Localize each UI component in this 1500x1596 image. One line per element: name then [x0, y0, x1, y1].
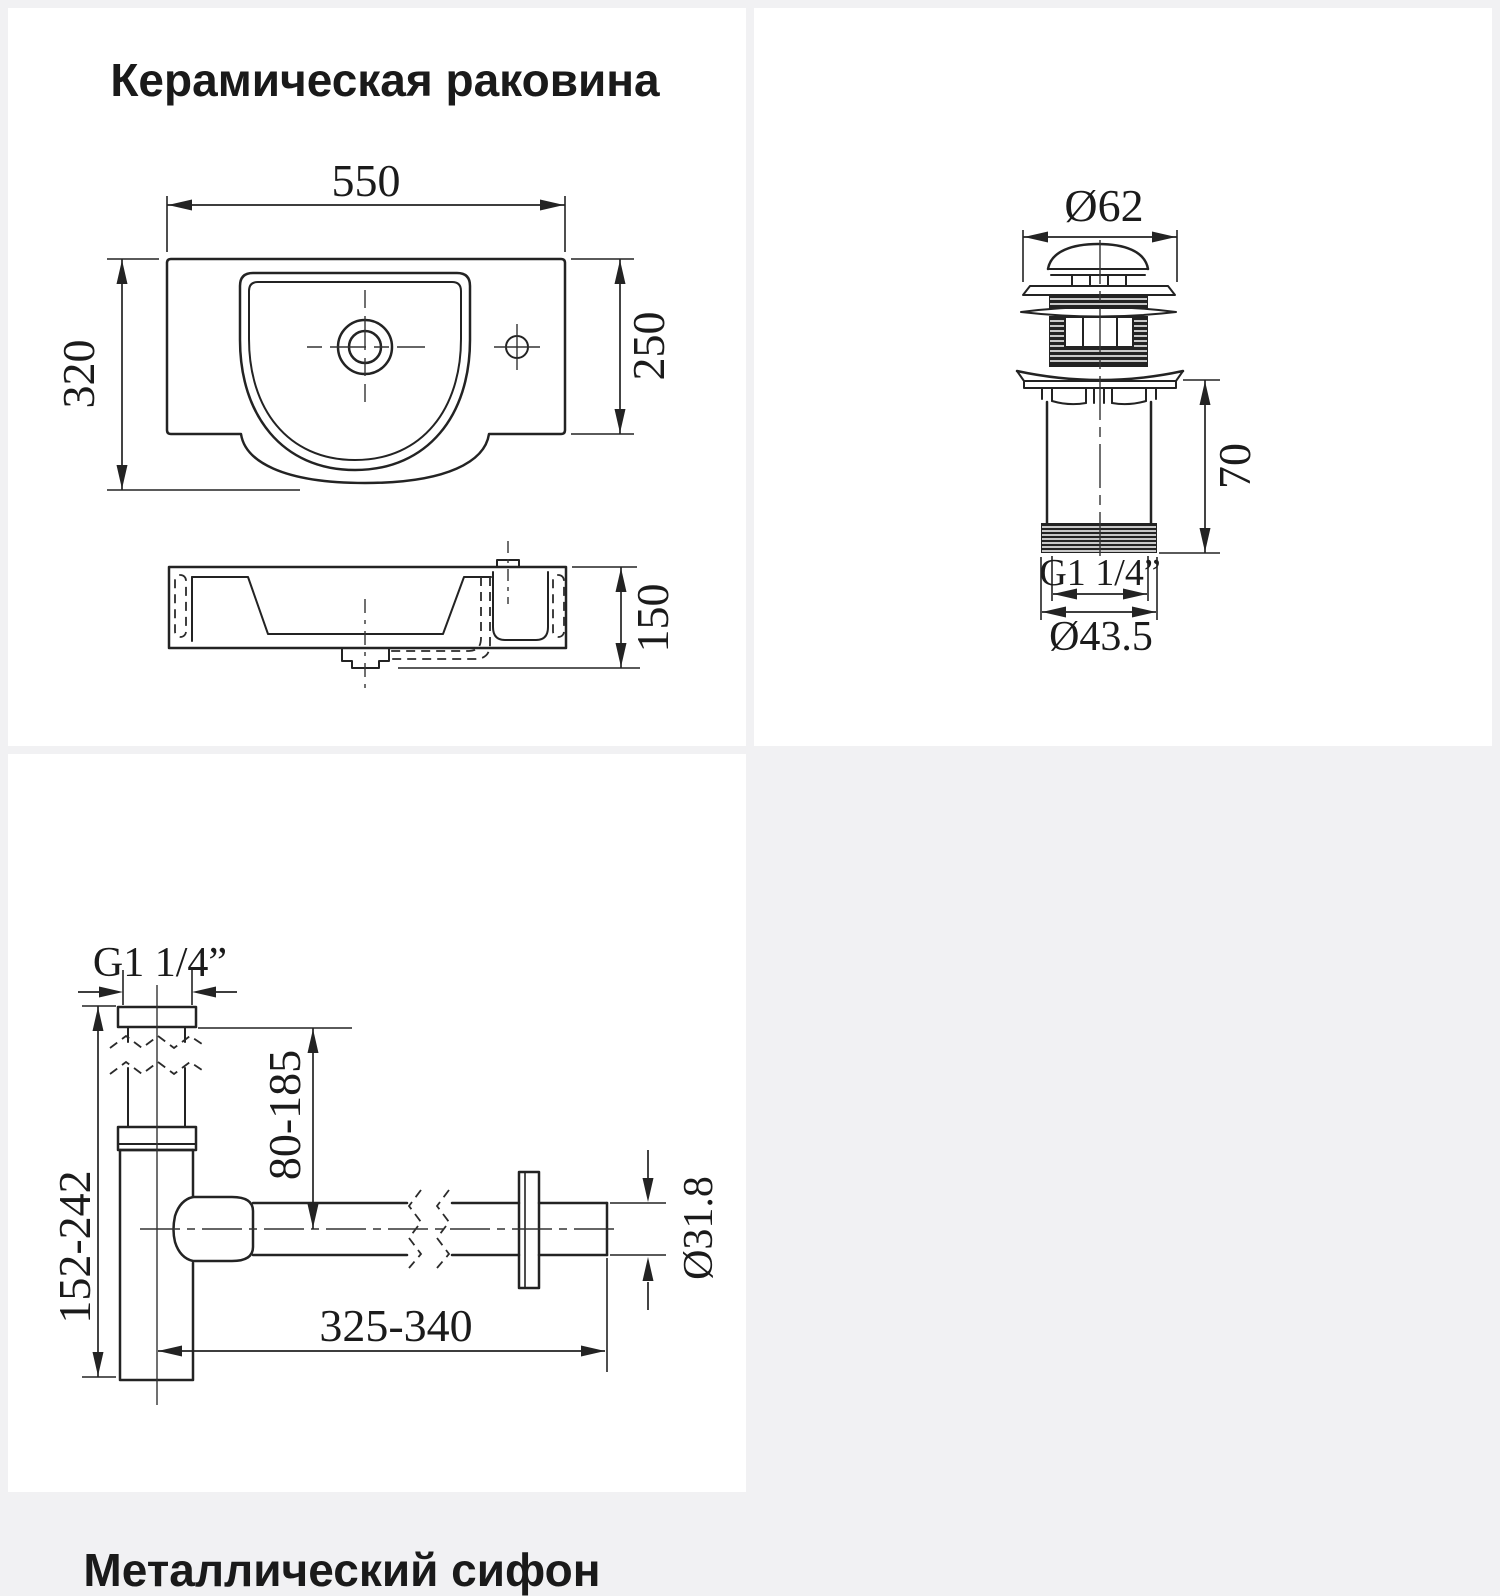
valve-dimensions: Ø62 70 G1 1/4” Ø43.5 [1022, 180, 1260, 660]
valve-technical-drawing: Ø62 70 G1 1/4” Ø43.5 [1015, 180, 1260, 660]
siphon-length-range-label: 325-340 [319, 1300, 472, 1351]
sink-width-label: 550 [332, 155, 401, 206]
panel-click-clack-valve: Ø62 70 G1 1/4” Ø43.5 Донный клапан click… [754, 8, 1492, 746]
spec-sheet: { "page": { "background": "#f1f1f3", "pa… [8, 8, 1492, 1594]
siphon-dimensions: G1 1/4” 152-242 80-185 325-340 [49, 940, 722, 1378]
sink-title: Керамическая раковина [110, 54, 660, 106]
siphon-height-range-label: 152-242 [49, 1170, 100, 1323]
siphon-pipe-diameter-label: Ø31.8 [676, 1176, 722, 1280]
sink-side-view [167, 541, 568, 691]
sink-side-dimensions: 150 [398, 566, 678, 669]
sink-bowl-depth-label: 250 [623, 312, 674, 381]
valve-cap-diameter-label: Ø62 [1064, 180, 1143, 231]
wall-escutcheon [517, 1170, 541, 1290]
valve-stem-height-label: 70 [1209, 443, 1260, 489]
side-tap-hole [494, 324, 540, 370]
valve-overflow-window [1064, 316, 1134, 348]
siphon-title: Металлический сифон [83, 1544, 601, 1596]
siphon-thread-label: G1 1/4” [93, 940, 227, 986]
sink-plan-dimensions: 550 320 250 [53, 155, 674, 491]
panel-ceramic-sink: 550 320 250 [8, 8, 746, 746]
panel-metal-siphon: G1 1/4” 152-242 80-185 325-340 [8, 754, 746, 1594]
valve-body [1015, 240, 1185, 560]
sink-technical-drawing: 550 320 250 [53, 155, 678, 691]
sink-total-depth-label: 320 [53, 340, 104, 409]
siphon-body [109, 985, 616, 1405]
valve-thread-label: G1 1/4” [1039, 552, 1160, 594]
sink-height-label: 150 [627, 584, 678, 653]
siphon-inlet-range-label: 80-185 [259, 1050, 310, 1180]
siphon-technical-drawing: G1 1/4” 152-242 80-185 325-340 [49, 940, 722, 1405]
sink-plan-view [165, 257, 567, 485]
valve-thread-diameter-label: Ø43.5 [1049, 614, 1153, 660]
